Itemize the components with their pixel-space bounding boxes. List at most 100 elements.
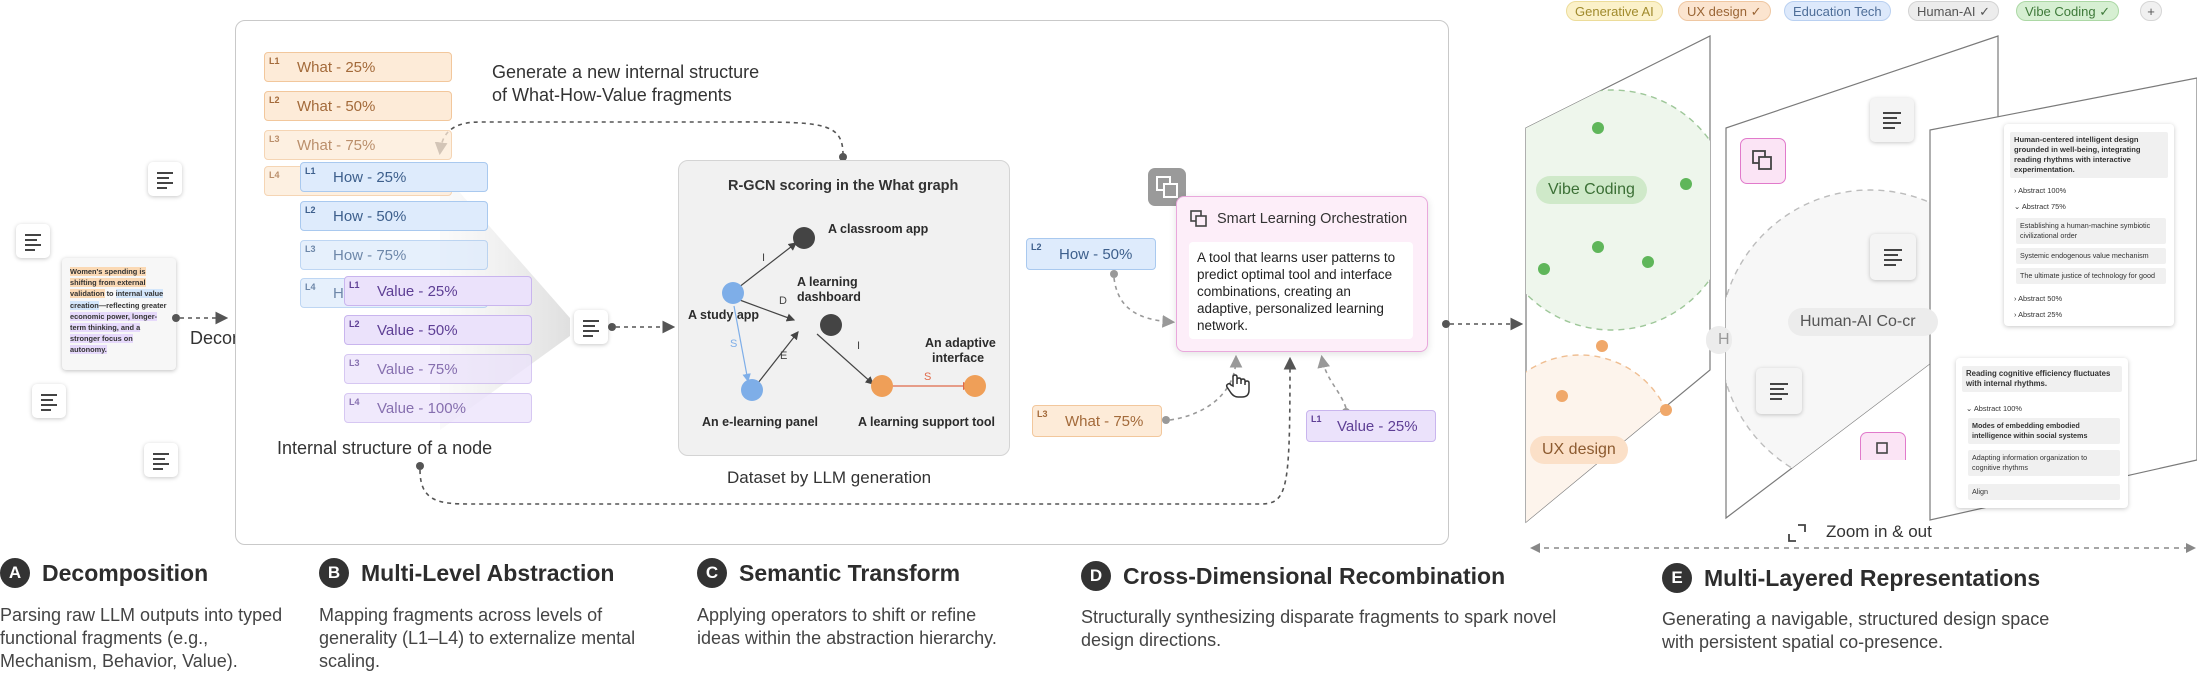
caption-title-a: Decomposition (42, 560, 209, 586)
abstract-card-1[interactable]: Human-centered intelligent design ground… (2004, 124, 2174, 326)
caption-title-b: Multi-Level Abstraction (361, 560, 615, 586)
check-icon: ✓ (1979, 4, 1991, 19)
graph-node-dashboard (820, 314, 842, 336)
fragment-how-l1[interactable]: L1 How - 25% (300, 162, 488, 192)
fragment-label: Value - 25% (1337, 418, 1418, 435)
tag-ux-design[interactable]: UX design ✓ (1678, 1, 1771, 21)
graph-edge (757, 331, 799, 384)
raw-text: to (106, 289, 114, 299)
level-label: L1 (269, 56, 280, 66)
fragment-label: Value - 25% (377, 283, 458, 300)
doc-icon (1870, 234, 1916, 280)
cluster-label-vibe-coding[interactable]: Vibe Coding (1536, 176, 1647, 204)
abstract-level-75[interactable]: ⌄ Abstract 75% (2014, 202, 2066, 211)
cluster-label-ux-design[interactable]: UX design (1530, 436, 1628, 464)
graph-node-panel (741, 379, 763, 401)
level-label: L3 (269, 134, 280, 144)
caption-desc-a: Parsing raw LLM outputs into typed funct… (0, 605, 283, 671)
caption-badge-d: D (1081, 561, 1111, 591)
abstract-level-25[interactable]: › Abstract 25% (2014, 310, 2063, 319)
fragment-how-l3[interactable]: L3 How - 75% (300, 240, 488, 270)
generate-label-line1: Generate a new internal structure (492, 62, 760, 82)
fragment-value-l1[interactable]: L1 Value - 25% (344, 276, 532, 306)
graph-node-adaptive (964, 375, 986, 397)
chip-how[interactable]: L2 How - 50% (1026, 238, 1156, 270)
internal-structure-label: Internal structure of a node (277, 438, 493, 458)
fragment-label: How - 50% (1059, 246, 1133, 263)
abstract-level-100[interactable]: › Abstract 100% (2014, 186, 2067, 195)
raw-llm-output-card: Women's spending is shifting from extern… (62, 258, 176, 370)
graph-edge (736, 298, 796, 322)
cluster-label-human-ai[interactable]: Human-AI Co-cr (1788, 308, 1938, 336)
doc-icon (574, 310, 608, 344)
graph-title: R-GCN scoring in the What graph (728, 178, 959, 194)
plus-icon: + (2147, 4, 2155, 19)
fragment-value-l4[interactable]: L4 Value - 100% (344, 393, 532, 423)
fragment-value-l3[interactable]: L3 Value - 75% (344, 354, 532, 384)
fragment-label: What - 75% (297, 137, 376, 154)
tag-education-tech[interactable]: Education Tech (1784, 1, 1891, 21)
graph-edge (816, 333, 874, 385)
doc-icon (1870, 98, 1914, 142)
smart-learning-card[interactable]: Smart Learning Orchestration A tool that… (1176, 196, 1428, 352)
level-label: L1 (349, 280, 360, 290)
abstract-level-100[interactable]: ⌄ Abstract 100% (1966, 404, 2022, 413)
hand-cursor-icon (1225, 374, 1250, 398)
chip-value[interactable]: L1 Value - 25% (1306, 410, 1436, 442)
node-label-dashboard: A learning (797, 275, 858, 289)
fragment-what-l2[interactable]: L2 What - 50% (264, 91, 452, 121)
rgcn-graph-panel (678, 160, 1010, 456)
fragment-label: Value - 75% (377, 361, 458, 378)
card-title: Smart Learning Orchestration (1217, 211, 1408, 227)
tag-generative-ai[interactable]: Generative AI (1566, 1, 1663, 21)
tag-label: Education Tech (1793, 4, 1882, 19)
layer-node (1592, 241, 1604, 253)
doc-icon (1756, 368, 1802, 414)
sub-fragment: Align (1968, 484, 2120, 500)
edge-label: S (730, 338, 738, 350)
abstract-level-50[interactable]: › Abstract 50% (2014, 294, 2063, 303)
graph-edge (733, 305, 751, 383)
edge-label: S (924, 371, 932, 383)
combine-icon[interactable] (1860, 432, 1906, 460)
tag-human-ai[interactable]: Human-AI ✓ (1908, 1, 2000, 21)
layer-node (1538, 263, 1550, 275)
generate-label-line2: of What-How-Value fragments (492, 85, 732, 105)
fragment-how-l2[interactable]: L2 How - 50% (300, 201, 488, 231)
node-label-classroom: A classroom app (828, 222, 929, 236)
chip-what[interactable]: L3 What - 75% (1032, 405, 1162, 437)
level-label: L3 (305, 244, 316, 254)
fragment-label: How - 25% (333, 169, 407, 186)
fragment-label: What - 50% (297, 98, 376, 115)
combine-icon-glyph (1876, 442, 1888, 454)
tag-label: Vibe Coding (2025, 4, 2096, 19)
abstract-card-2[interactable]: Reading cognitive efficiency fluctuates … (1956, 358, 2128, 508)
caption-desc-b: Mapping fragments across levels of gener… (319, 605, 636, 671)
layer-node (1592, 122, 1604, 134)
tag-label: UX design (1687, 4, 1747, 19)
cluster-label-human-ai-cut: H (1706, 326, 1732, 354)
level-label: L2 (269, 95, 280, 105)
level-label: L2 (1031, 242, 1042, 252)
graph-footer: Dataset by LLM generation (727, 468, 932, 487)
fragment-what-l1[interactable]: L1 What - 25% (264, 52, 452, 82)
node-label-dashboard: dashboard (797, 290, 861, 304)
card-body: A tool that learns user patterns to pred… (1189, 242, 1413, 339)
tag-vibe-coding[interactable]: Vibe Coding ✓ (2016, 1, 2120, 21)
node-label-adaptive: interface (932, 351, 985, 365)
fragment-value-l2[interactable]: L2 Value - 50% (344, 315, 532, 345)
level-label: L2 (349, 319, 360, 329)
fragment-what-l3[interactable]: L3 What - 75% (264, 130, 452, 160)
combine-icon-glyph (1752, 150, 1772, 170)
doc-icon (144, 443, 178, 477)
add-tag-button[interactable]: + (2140, 1, 2162, 21)
caption-title-d: Cross-Dimensional Recombination (1123, 563, 1506, 589)
what-graph (722, 227, 986, 401)
sub-fragment: The ultimate justice of technology for g… (2016, 268, 2166, 284)
edge-label: I (762, 252, 766, 264)
zoom-label: Zoom in & out (1822, 522, 1936, 542)
level-label: L4 (349, 397, 360, 407)
combine-icon[interactable] (1740, 138, 1786, 184)
zoom-icon[interactable] (1786, 522, 1808, 544)
doc-icon (148, 162, 182, 196)
